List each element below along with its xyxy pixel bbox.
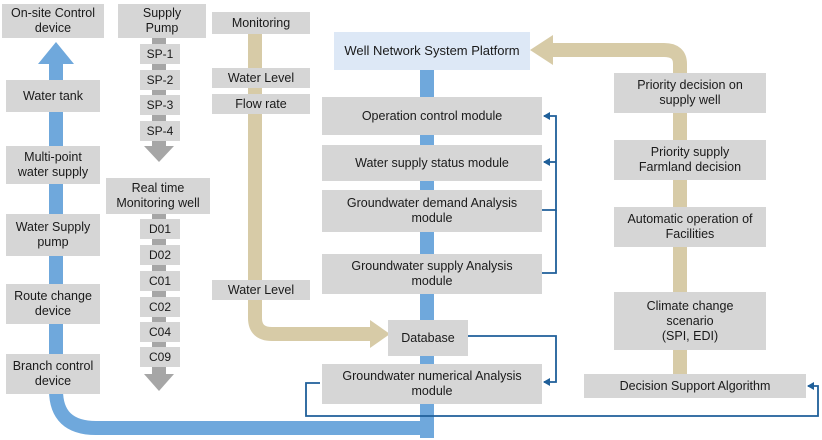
blue-up-arrow-head [38,42,74,64]
well-network-platform-box: Well Network System Platform [334,32,530,70]
monitoring-title-box: Monitoring [212,12,310,34]
automatic-operation-box: Automatic operation of Facilities [614,207,766,247]
tan-decision-arrow-head [530,35,553,65]
tan-monitoring-arrow-head [370,320,390,348]
monitoring-well-item: C04 [140,322,180,342]
monitoring-well-item: C01 [140,271,180,291]
multi-point-water-supply-box: Multi-point water supply [6,146,100,184]
operation-control-module-box: Operation control module [322,97,542,135]
numerical-to-algorithm-connector [305,382,819,417]
branch-control-device-box: Branch control device [6,354,100,394]
flow-rate-box: Flow rate [212,94,310,114]
monitoring-well-title: Real time Monitoring well [106,178,210,214]
monitoring-well-item: D01 [140,219,180,239]
on-site-control-device-box: On-site Control device [2,4,104,38]
monitoring-well-item: C09 [140,347,180,367]
database-box: Database [388,320,468,356]
tan-decision-arrow-shaft [550,43,687,376]
module-bracket-connector [542,112,557,211]
monitoring-well-arrow-head [144,374,174,391]
database-connector [468,335,557,386]
water-supply-status-module-box: Water supply status module [322,145,542,181]
decision-support-algorithm-box: Decision Support Algorithm [584,374,806,398]
water-tank-box: Water tank [6,80,100,112]
module-bracket-from-supply [542,210,557,274]
groundwater-supply-module-box: Groundwater supply Analysis module [322,254,542,294]
water-level-box: Water Level [212,68,310,88]
climate-change-scenario-box: Climate change scenario (SPI, EDI) [614,292,766,350]
supply-pump-item: SP-3 [140,95,180,115]
monitoring-well-item: D02 [140,245,180,265]
priority-supply-well-box: Priority decision on supply well [614,73,766,113]
tan-monitoring-arrow-shaft [248,32,372,341]
water-level-box-2: Water Level [212,280,310,300]
supply-pump-arrow-head [144,146,174,162]
supply-pump-item: SP-1 [140,44,180,64]
groundwater-demand-module-box: Groundwater demand Analysis module [322,190,542,232]
supply-pump-item: SP-4 [140,121,180,141]
water-supply-pump-box: Water Supply pump [6,214,100,256]
priority-farmland-box: Priority supply Farmland decision [614,140,766,180]
groundwater-numerical-module-box: Groundwater numerical Analysis module [322,364,542,404]
supply-pump-item: SP-2 [140,70,180,90]
supply-pump-title: Supply Pump [118,4,206,38]
monitoring-well-item: C02 [140,297,180,317]
route-change-device-box: Route change device [6,284,100,324]
